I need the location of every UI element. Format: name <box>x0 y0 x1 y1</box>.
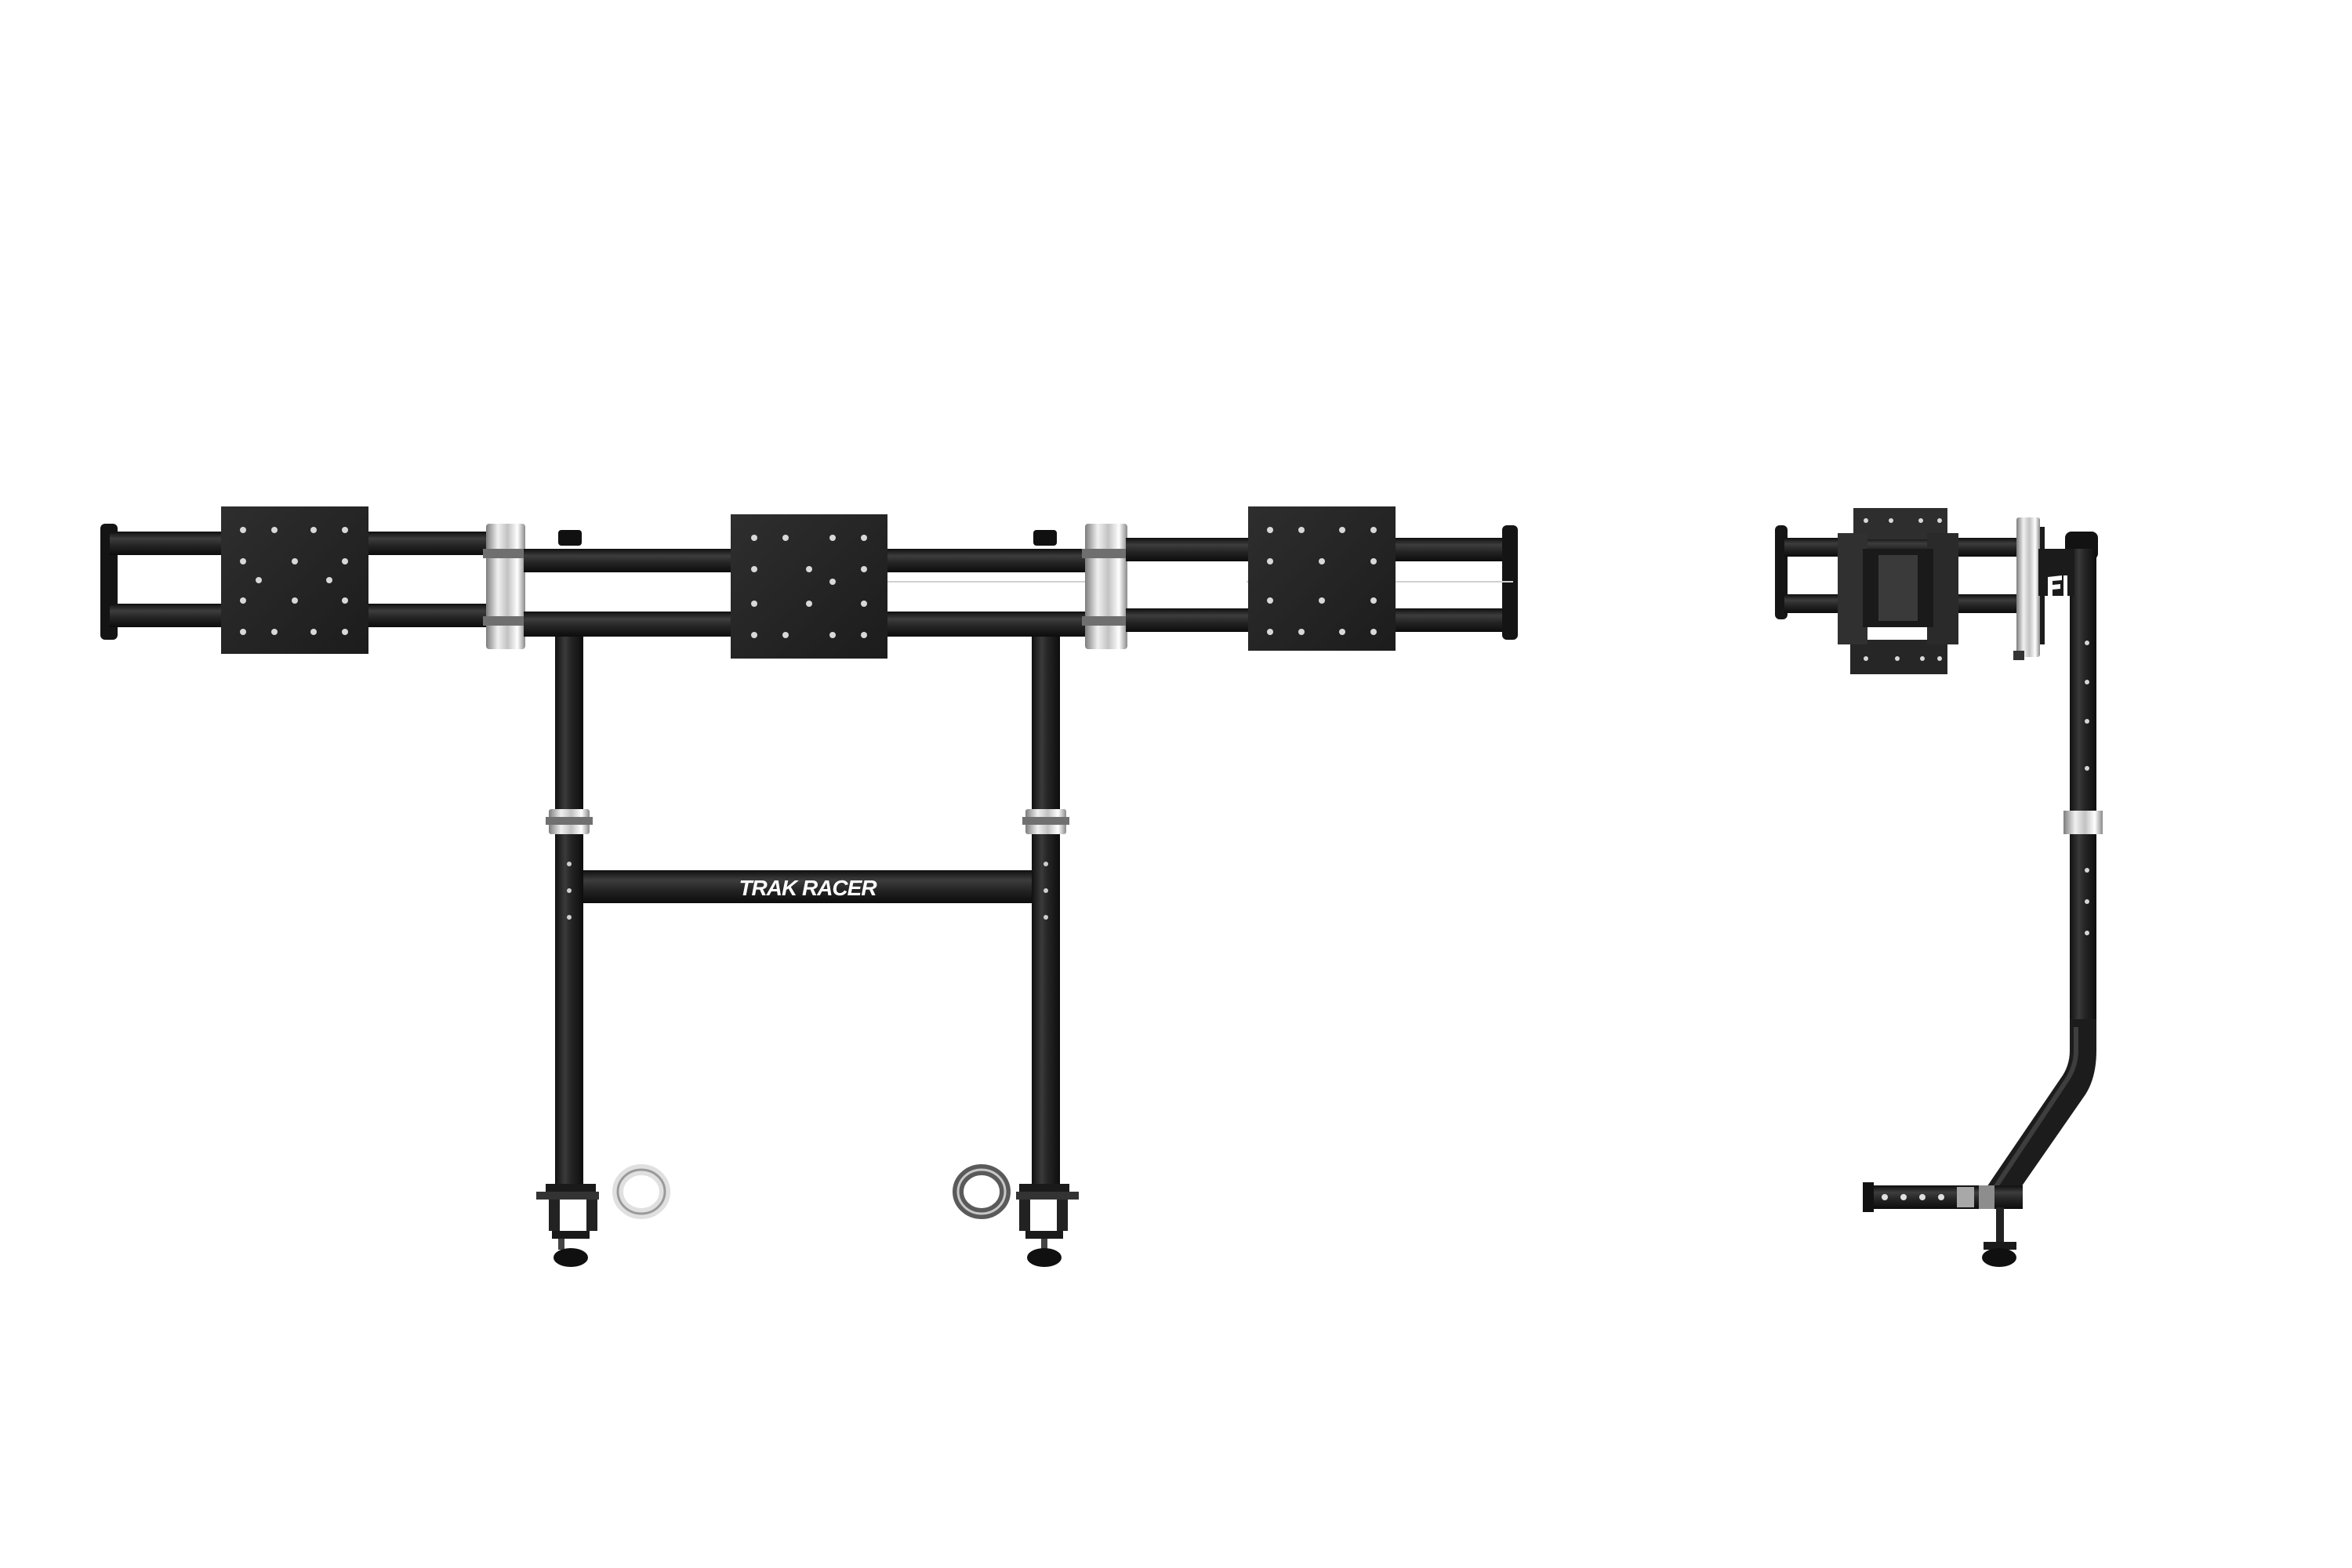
left-hinge-clamp <box>483 524 528 649</box>
trak-racer-emblem-icon <box>2048 575 2067 601</box>
front-view-rig: TRAK RACER <box>100 506 1518 1267</box>
side-main-post <box>2063 532 2103 1035</box>
right-foot-clamp <box>953 1164 1079 1267</box>
center-vesa-plate <box>731 514 887 659</box>
side-foot-bracket <box>1863 1182 2023 1267</box>
lower-crossbar: TRAK RACER <box>583 870 1032 903</box>
side-view-rig <box>1775 508 2103 1267</box>
right-vesa-plate <box>1248 506 1396 651</box>
left-upright-post <box>546 637 593 1190</box>
right-post-cap <box>1033 530 1057 546</box>
side-vesa-plate <box>1838 508 1958 674</box>
right-upright-post <box>1022 637 1069 1190</box>
left-vesa-plate <box>221 506 368 654</box>
left-post-cap <box>558 530 582 546</box>
right-hinge-clamp <box>1082 524 1131 649</box>
left-foot-clamp <box>536 1164 670 1267</box>
crossbar-brand-label: TRAK RACER <box>739 876 877 900</box>
